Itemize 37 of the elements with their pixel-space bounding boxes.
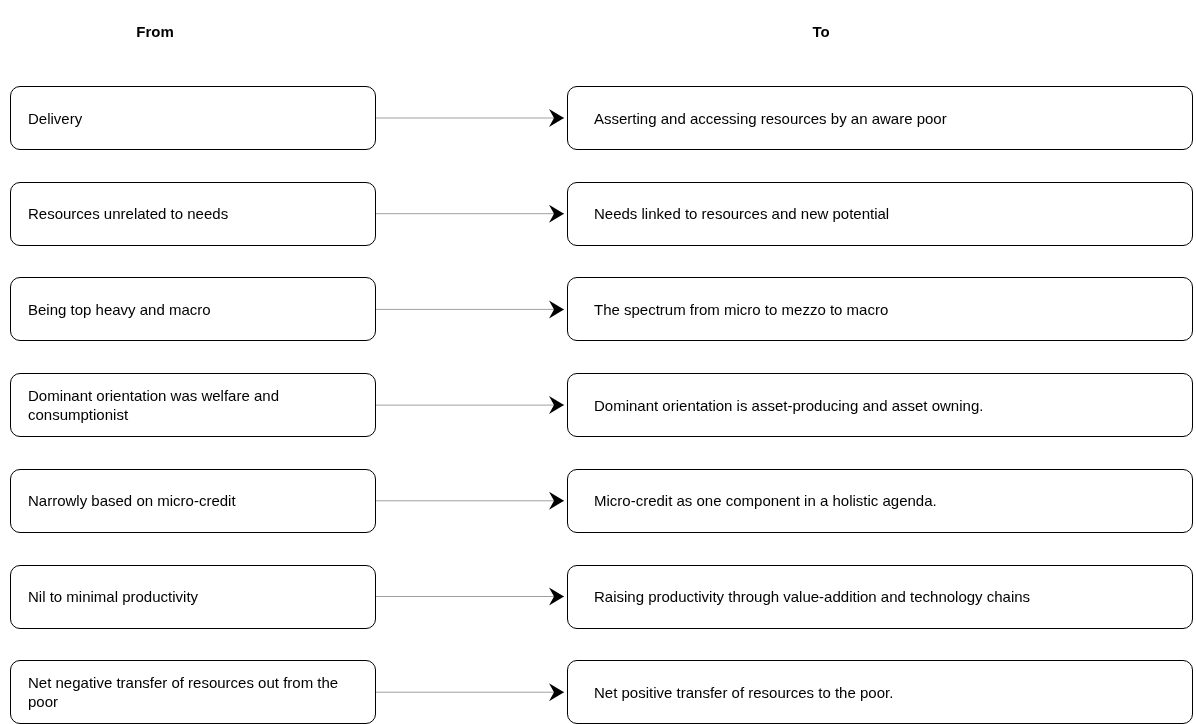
box-text: Net negative transfer of resources out from the poor: [28, 673, 340, 712]
text-box: [567, 277, 1193, 342]
arrow: [375, 587, 565, 606]
box-text: Nil to minimal productivity: [28, 587, 200, 606]
box-text: Being top heavy and macro: [28, 299, 212, 319]
column-heading: To: [811, 22, 831, 42]
arrow: [375, 109, 565, 127]
text-box: [567, 181, 1193, 246]
text-box: [10, 86, 376, 150]
box-text: Narrowly based on micro-credit: [28, 491, 237, 511]
arrow: [375, 396, 565, 415]
text-box: [567, 468, 1193, 533]
text-box: [567, 660, 1193, 724]
text-box: [10, 181, 376, 246]
box-text: Raising productivity through value-addition and technology chains: [594, 587, 1032, 606]
box-text: The spectrum from micro to mezzo to macro: [594, 299, 890, 319]
box-text: Delivery: [28, 108, 84, 128]
arrow: [375, 491, 565, 510]
box-text: Net positive transfer of resources to the poor.: [594, 682, 895, 702]
box-text: Resources unrelated to needs: [28, 204, 230, 224]
arrow: [375, 300, 565, 319]
column-heading: From: [135, 22, 175, 42]
box-text: Dominant orientation was welfare and consumptionist: [28, 386, 280, 425]
text-box: [567, 564, 1193, 629]
box-text: Micro-credit as one component in a holistic agenda.: [594, 491, 938, 511]
box-text: Needs linked to resources and new potential: [594, 204, 891, 224]
text-box: [10, 564, 376, 629]
text-box: [567, 86, 1193, 150]
arrow: [375, 204, 565, 223]
box-text: Dominant orientation is asset-producing and asset owning.: [594, 395, 985, 415]
box-text: Asserting and accessing resources by an aware poor: [594, 108, 948, 128]
text-box: [567, 373, 1193, 438]
text-box: [10, 660, 376, 724]
arrow: [375, 683, 565, 702]
text-box: [10, 373, 376, 438]
text-box: [10, 468, 376, 533]
text-box: [10, 277, 376, 342]
